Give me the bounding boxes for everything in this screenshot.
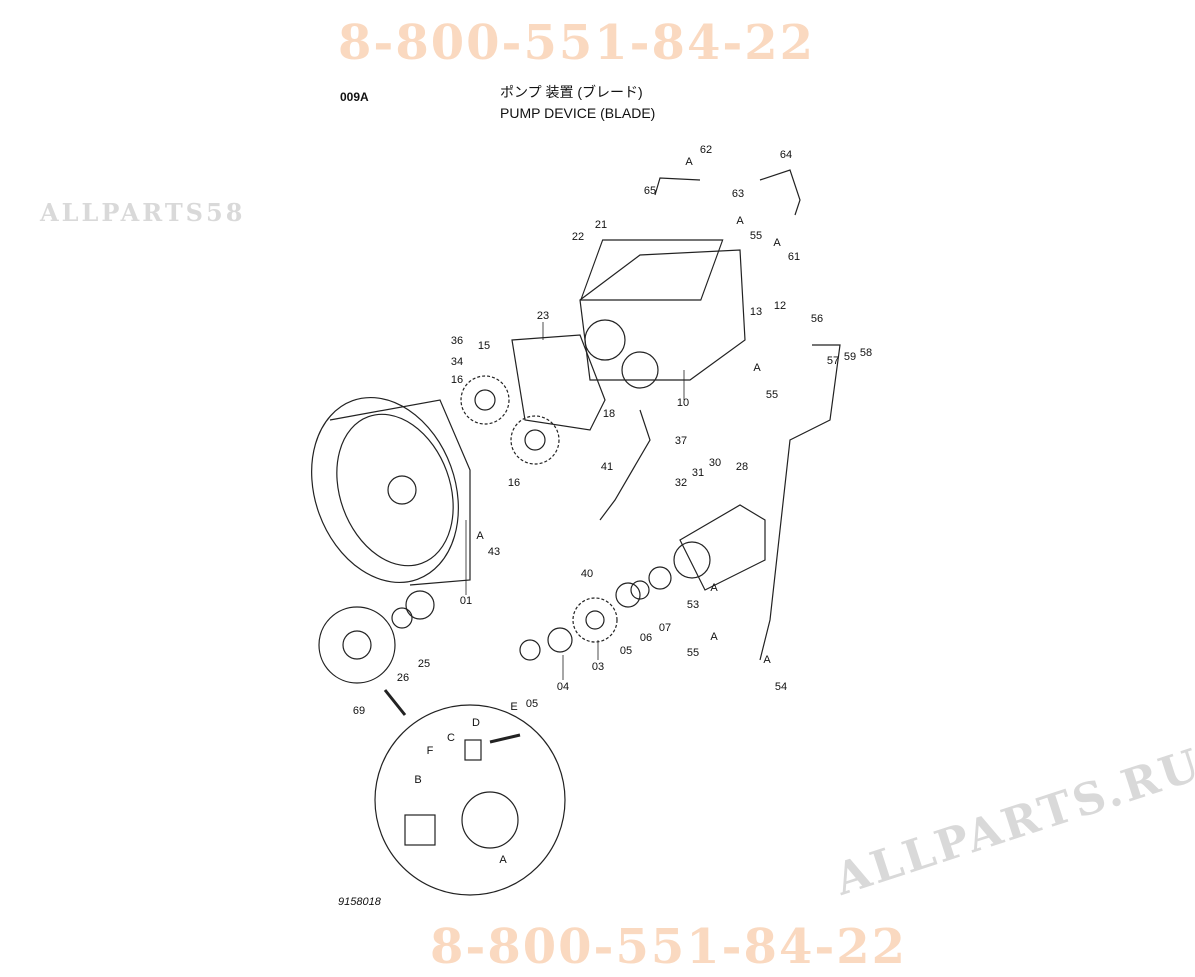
part-label: 36 — [450, 335, 464, 347]
gear-16 — [510, 415, 560, 465]
part-label: 16 — [450, 374, 464, 386]
part-label: 10 — [676, 397, 690, 409]
part-label: 65 — [643, 185, 657, 197]
title-english: PUMP DEVICE (BLADE) — [500, 105, 656, 121]
part-label: 63 — [731, 188, 745, 200]
part-label: 23 — [536, 310, 550, 322]
part-label: 41 — [600, 461, 614, 473]
part-label: A — [773, 237, 781, 249]
snap-ring-07 — [648, 566, 672, 590]
part-label: 13 — [749, 306, 763, 318]
part-label: 61 — [787, 251, 801, 263]
part-label: 59 — [843, 351, 857, 363]
pipe-64 — [759, 169, 801, 216]
part-label: 40 — [580, 568, 594, 580]
coupling-detail-view — [374, 704, 566, 896]
part-label: 25 — [417, 658, 431, 670]
part-label: 34 — [450, 356, 464, 368]
part-label: 04 — [556, 681, 570, 693]
part-label: A — [710, 582, 718, 594]
part-label: 07 — [658, 622, 672, 634]
part-label: 03 — [591, 661, 605, 673]
gear-03 — [572, 597, 618, 643]
main-pump-10 — [579, 239, 746, 389]
part-label: C — [447, 732, 455, 744]
part-label: A — [753, 362, 761, 374]
detail-pointer — [383, 689, 407, 716]
part-label: 05 — [525, 698, 539, 710]
part-label: 43 — [487, 546, 501, 558]
watermark-phone-bottom: 8-800-551-84-22 — [430, 919, 908, 975]
watermark-phone-top: 8-800-551-84-22 — [338, 15, 816, 71]
part-label: 12 — [773, 300, 787, 312]
gear-15 — [460, 375, 510, 425]
bearing-05b — [615, 582, 641, 608]
part-label: 37 — [674, 435, 688, 447]
part-label: E — [510, 701, 518, 713]
part-label: 01 — [459, 595, 473, 607]
part-label: 56 — [810, 313, 824, 325]
part-label: 05 — [619, 645, 633, 657]
part-label: A — [685, 156, 693, 168]
part-label: 15 — [477, 340, 491, 352]
part-label: 26 — [396, 672, 410, 684]
part-label: 21 — [594, 219, 608, 231]
part-label: 06 — [639, 632, 653, 644]
part-label: 28 — [735, 461, 749, 473]
coupling-69 — [318, 606, 396, 684]
part-label: 22 — [571, 231, 585, 243]
part-label: B — [414, 774, 422, 786]
gasket-23 — [511, 334, 606, 431]
document-number: 9158018 — [338, 896, 381, 908]
gear-pump-28 — [673, 504, 766, 591]
part-label: 32 — [674, 477, 688, 489]
pipe-37 — [599, 409, 651, 521]
pipe-65 — [654, 177, 701, 196]
ring-06 — [630, 580, 650, 600]
part-label: 53 — [686, 599, 700, 611]
part-label: 31 — [691, 467, 705, 479]
title-japanese: ポンプ 装置 (ブレード) — [500, 84, 643, 100]
snap-ring-26 — [391, 607, 413, 629]
part-label: A — [736, 215, 744, 227]
watermark-brand-center: ALLPARTS58 — [40, 198, 246, 227]
part-label: 16 — [507, 477, 521, 489]
part-label: A — [763, 654, 771, 666]
part-label: 54 — [774, 681, 788, 693]
sleeve-04 — [547, 627, 573, 653]
part-label: 69 — [352, 705, 366, 717]
diagram-code: 009A — [340, 90, 369, 104]
flywheel-housing — [311, 396, 471, 586]
part-label: 57 — [826, 355, 840, 367]
part-label: 55 — [749, 230, 763, 242]
part-label: 62 — [699, 144, 713, 156]
part-label: A — [499, 854, 507, 866]
bearing-05 — [519, 639, 541, 661]
part-label: A — [476, 530, 484, 542]
pipe-56 — [759, 344, 841, 661]
part-label: 64 — [779, 149, 793, 161]
bearing-25 — [405, 590, 435, 620]
part-label: F — [426, 745, 434, 757]
part-label: 18 — [602, 408, 616, 420]
part-label: 55 — [686, 647, 700, 659]
part-label: 55 — [765, 389, 779, 401]
part-label: A — [710, 631, 718, 643]
leader-lines — [465, 322, 685, 680]
part-label: 58 — [859, 347, 873, 359]
part-label: 30 — [708, 457, 722, 469]
part-label: D — [472, 717, 480, 729]
